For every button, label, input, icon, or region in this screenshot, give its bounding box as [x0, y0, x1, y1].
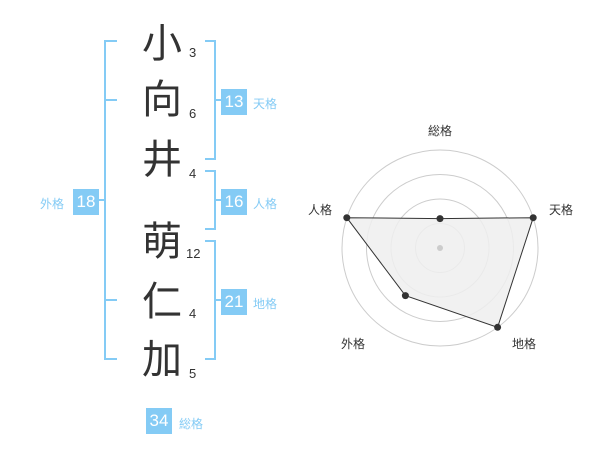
- name-char-4: 萌: [142, 219, 182, 265]
- tenkaku-label: 天格: [253, 97, 278, 111]
- radar-points: [343, 214, 537, 331]
- radar-ring: [341, 149, 539, 347]
- name-char-3: 井: [142, 137, 182, 183]
- chikaku-value: 21: [221, 289, 247, 315]
- name-char-6: 加: [142, 337, 182, 383]
- radar-label-tenkaku: 天格: [549, 203, 574, 217]
- gaikaku-label: 外格: [40, 197, 65, 211]
- name-char-1: 小: [142, 21, 182, 67]
- jinkaku-bracket: [205, 170, 216, 230]
- soukaku-value: 34: [146, 408, 172, 434]
- chikaku-bracket: [205, 240, 216, 360]
- radar-label-gaikaku: 外格: [341, 337, 366, 351]
- jinkaku-label: 人格: [253, 197, 278, 211]
- radar-point-1: [436, 215, 444, 223]
- gaikaku-bracket: [104, 40, 117, 360]
- stroke-count-2: 6: [189, 106, 197, 121]
- tenkaku-value: 13: [221, 89, 247, 115]
- stroke-count-1: 3: [189, 45, 197, 60]
- soukaku-label: 総格: [179, 417, 204, 431]
- stroke-count-3: 4: [189, 166, 197, 181]
- stroke-count-5: 4: [189, 306, 197, 321]
- gaikaku-value: 18: [73, 189, 99, 215]
- radar-center-point: [437, 245, 443, 251]
- radar-point-3: [494, 323, 502, 331]
- radar-chart: [341, 149, 539, 347]
- radar-label-soukaku: 総格: [428, 124, 453, 138]
- radar-label-chikaku: 地格: [512, 337, 537, 351]
- chikaku-label: 地格: [253, 297, 278, 311]
- jinkaku-value: 16: [221, 189, 247, 215]
- radar-label-jinkaku: 人格: [308, 203, 333, 217]
- radar-point-2: [529, 214, 537, 222]
- name-char-2: 向: [142, 77, 182, 123]
- stroke-count-4: 12: [186, 246, 201, 261]
- radar-point-5: [343, 214, 351, 222]
- radar-area: [345, 217, 534, 328]
- tenkaku-bracket: [205, 40, 216, 160]
- name-char-5: 仁: [142, 279, 182, 325]
- stroke-count-6: 5: [189, 366, 197, 381]
- radar-point-4: [401, 292, 409, 300]
